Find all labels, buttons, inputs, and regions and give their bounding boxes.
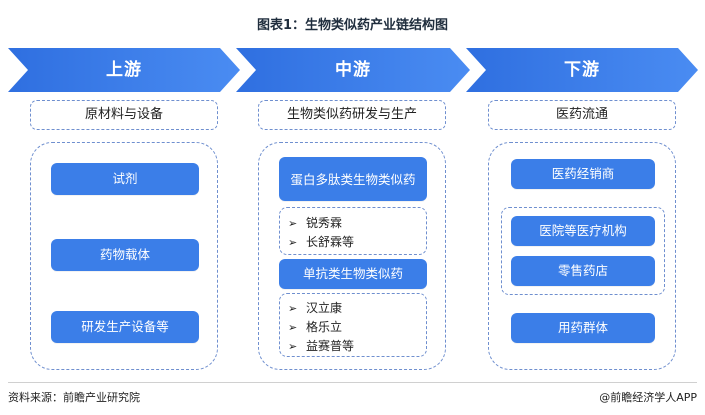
- downstream-item: 医院等医疗机构: [511, 216, 655, 246]
- category-upstream: 原材料与设备: [30, 100, 218, 130]
- midstream-category-protein: 蛋白多肽类生物类似药: [279, 157, 427, 201]
- downstream-channel-box: 医院等医疗机构 零售药店: [501, 207, 665, 295]
- stage-upstream-chevron: 上游: [8, 48, 240, 92]
- downstream-item: 零售药店: [511, 256, 655, 286]
- downstream-item: 医药经销商: [511, 159, 655, 189]
- company-name: 汉立康: [306, 301, 343, 315]
- chevron-shape-icon: [236, 48, 470, 92]
- midstream-group: 蛋白多肽类生物类似药 ➢ 锐秀霖 ➢ 长舒霖等 单抗类生物类似药 ➢ 汉立康 ➢ 格乐立…: [258, 142, 446, 370]
- protein-company-list: ➢ 锐秀霖 ➢ 长舒霖等: [279, 207, 427, 255]
- stage-midstream-chevron: 中游: [236, 48, 470, 92]
- list-item: ➢ 长舒霖等: [288, 233, 354, 250]
- category-downstream: 医药流通: [488, 100, 676, 130]
- stage-label: 上游: [106, 60, 142, 80]
- chevron-right-icon: ➢: [288, 217, 298, 230]
- upstream-item: 研发生产设备等: [51, 311, 199, 343]
- company-name: 益赛普等: [306, 339, 355, 353]
- stage-label: 下游: [564, 60, 600, 80]
- chevron-shape-icon: [466, 48, 698, 92]
- company-name: 锐秀霖: [306, 216, 343, 230]
- stage-downstream-chevron: 下游: [466, 48, 698, 92]
- chevron-right-icon: ➢: [288, 236, 298, 249]
- list-item: ➢ 锐秀霖: [288, 214, 342, 231]
- midstream-category-antibody: 单抗类生物类似药: [279, 259, 427, 289]
- category-midstream: 生物类似药研发与生产: [258, 100, 446, 130]
- downstream-item: 用药群体: [511, 313, 655, 343]
- company-name: 格乐立: [306, 320, 343, 334]
- company-name: 长舒霖等: [306, 235, 355, 249]
- footer-source: 资料来源：前瞻产业研究院: [8, 391, 140, 404]
- stage-label: 中游: [335, 60, 371, 80]
- upstream-item: 试剂: [51, 163, 199, 195]
- list-item: ➢ 汉立康: [288, 299, 342, 316]
- chevron-right-icon: ➢: [288, 321, 298, 334]
- chevron-right-icon: ➢: [288, 340, 298, 353]
- list-item: ➢ 益赛普等: [288, 337, 354, 354]
- chevron-shape-icon: [8, 48, 240, 92]
- antibody-company-list: ➢ 汉立康 ➢ 格乐立 ➢ 益赛普等: [279, 293, 427, 357]
- downstream-group: 医药经销商 医院等医疗机构 零售药店 用药群体: [488, 142, 676, 370]
- midstream-category-label: 蛋白多肽类生物类似药: [290, 171, 416, 187]
- midstream-category-label: 单抗类生物类似药: [302, 266, 403, 281]
- list-item: ➢ 格乐立: [288, 318, 342, 335]
- upstream-group: 试剂 药物载体 研发生产设备等: [30, 142, 218, 370]
- upstream-item: 药物载体: [51, 239, 199, 271]
- footer-divider: [8, 382, 697, 383]
- chevron-right-icon: ➢: [288, 302, 298, 315]
- footer-brand: @前瞻经济学人APP: [599, 391, 697, 404]
- page-title: 图表1：生物类似药产业链结构图: [256, 18, 449, 33]
